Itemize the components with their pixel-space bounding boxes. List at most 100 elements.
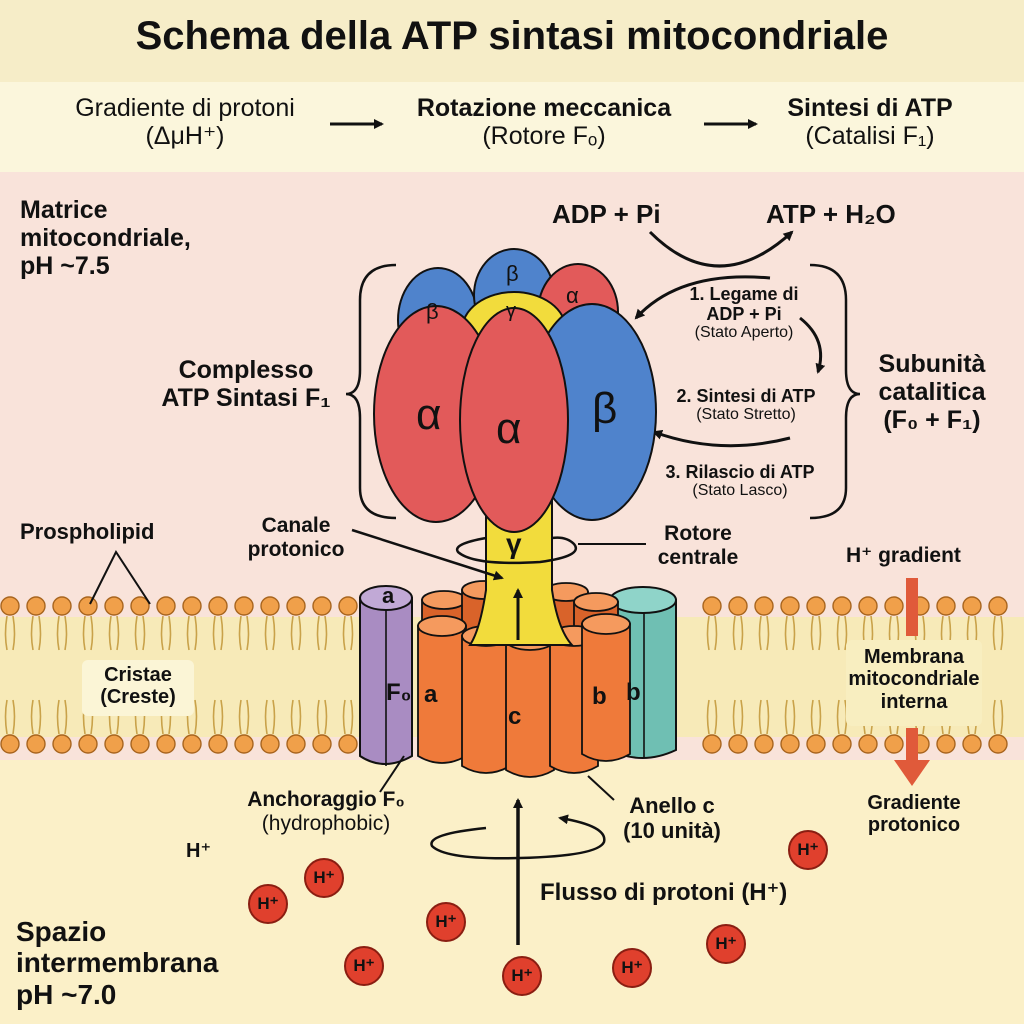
- cycle-step-2-line-2: (Stato Stretto): [696, 406, 796, 424]
- a-label: a: [424, 681, 438, 708]
- beta-label-right: β: [592, 384, 618, 433]
- flow-step-2-subtitle: (Rotore Fₒ): [482, 122, 606, 150]
- b-label-ring: b: [592, 683, 607, 710]
- gamma-label-small: γ: [506, 300, 516, 322]
- cristae-label-line-2: (Creste): [100, 686, 176, 709]
- gradient-arrow: [894, 578, 930, 786]
- rotor-rotation-arrow: [455, 536, 577, 565]
- phospholipid: [806, 596, 826, 651]
- c-ring-rotation-arrow: [430, 814, 606, 860]
- flow-step-3-title: Sintesi di ATP: [787, 94, 953, 122]
- flow-step-2-title: Rotazione meccanica: [416, 94, 672, 122]
- proton-flux-label: Flusso di protoni (H⁺): [540, 879, 788, 906]
- phospholipid: [260, 699, 280, 754]
- cycle-step-2-line-1: 2. Sintesi di ATP: [676, 386, 816, 406]
- proton-h-plus: H⁺: [502, 956, 542, 996]
- cycle-step-1-line-1: 1. Legame di: [689, 284, 799, 304]
- beta-label-small-top: β: [506, 261, 519, 286]
- proton-h-plus: H⁺: [426, 902, 466, 942]
- ims-label-line-3: pH ~7.0: [16, 978, 117, 1010]
- phospholipid: [130, 596, 150, 651]
- membrane-label-line-1: Membrana: [863, 646, 965, 668]
- ims-label-line-2: intermembrana: [16, 947, 219, 979]
- flow-step-2: Rotazione meccanica (Rotore Fₒ): [384, 94, 704, 150]
- channel-label-line-1: Canale: [261, 514, 331, 537]
- anchor-label-line-2: (hydrophobic): [261, 811, 391, 835]
- proton-h-plus: H⁺: [248, 884, 288, 924]
- phospholipid: [988, 699, 1008, 754]
- phospholipid: [182, 596, 202, 651]
- reaction-products: ATP + H₂O: [766, 199, 896, 229]
- phospholipid: [832, 596, 852, 651]
- cycle-step-3: 3. Rilascio di ATP (Stato Lasco): [650, 462, 830, 500]
- flow-step-1-title: Gradiente di protoni: [75, 94, 295, 122]
- phospholipid: [728, 699, 748, 754]
- flow-step-1: Gradiente di protoni (ΔμH⁺): [40, 94, 330, 150]
- rotor-label-line-1: Rotore: [664, 522, 732, 545]
- reaction-arrow: [648, 230, 794, 268]
- alpha-label-front: α: [496, 404, 522, 453]
- gamma-label-stalk: γ: [506, 528, 522, 559]
- cycle-step-2: 2. Sintesi di ATP (Stato Stretto): [660, 386, 832, 424]
- phospholipid: [0, 699, 20, 754]
- catalytic-label-line-3: (F₀ + F₁): [883, 406, 981, 434]
- ims-label: Spazio intermembrana pH ~7.0: [16, 916, 218, 1010]
- phospholipid: [286, 596, 306, 651]
- proton-plain-label: H⁺: [186, 840, 211, 862]
- title-band: [0, 0, 1024, 82]
- ring-label-line-2: (10 unità): [623, 817, 721, 843]
- catalytic-label-line-2: catalitica: [878, 378, 986, 406]
- flow-step-3-subtitle: (Catalisi F₁): [805, 122, 935, 150]
- phospholipid-pointer: [89, 549, 151, 605]
- cristae-label: Cristae (Creste): [76, 664, 200, 709]
- reaction-reactants: ADP + Pi: [552, 199, 661, 229]
- anchor-label-line-1: Anchoraggio F₀: [247, 788, 405, 811]
- a-subunit: [359, 585, 413, 766]
- cycle-arrow-right: [799, 316, 826, 374]
- a-label-top: a: [382, 583, 395, 608]
- c-subunit: [581, 613, 631, 762]
- proton-h-plus: H⁺: [304, 858, 344, 898]
- cristae-label-line-1: Cristae: [104, 664, 172, 686]
- rotor-label: Rotore centrale: [648, 522, 748, 569]
- page-title: Schema della ATP sintasi mitocondriale: [135, 14, 889, 58]
- cycle-arrow-middle: [652, 430, 791, 448]
- gamma-stalk: [468, 499, 575, 646]
- phospholipid-label: Prospholipid: [20, 519, 155, 544]
- proton-h-plus: H⁺: [788, 830, 828, 870]
- phospholipid: [702, 596, 722, 651]
- gradient-bottom-label: Gradiente protonico: [852, 792, 976, 837]
- c-subunit: [417, 615, 467, 764]
- fo-label: F₀: [386, 679, 412, 706]
- phospholipid: [338, 699, 358, 754]
- phospholipid: [234, 596, 254, 651]
- flow-step-1-subtitle: (ΔμH⁺): [145, 122, 225, 150]
- phospholipid: [234, 699, 254, 754]
- f1-left-bracket: [345, 263, 397, 520]
- matrix-line-1: Matrice: [20, 196, 108, 224]
- phospholipid: [312, 699, 332, 754]
- gradient-bottom-line-1: Gradiente: [867, 792, 961, 814]
- catalytic-subunit-label: Subunità catalitica (F₀ + F₁): [862, 350, 1002, 434]
- channel-arrow: [351, 528, 504, 581]
- c-subunit: [461, 625, 511, 774]
- catalytic-right-bracket: [809, 263, 861, 520]
- gradient-bottom-line-2: protonico: [867, 814, 961, 837]
- cycle-step-1-line-3: (Stato Aperto): [694, 324, 794, 342]
- gradient-top-label: H⁺ gradient: [846, 544, 961, 567]
- phospholipid: [52, 596, 72, 651]
- f1-head: [373, 248, 657, 533]
- ring-label-line-1: Anello c: [629, 793, 715, 818]
- proton-h-plus: H⁺: [344, 946, 384, 986]
- phospholipid: [26, 596, 46, 651]
- alpha-subunit-front: [459, 307, 569, 533]
- membrane-label-line-3: interna: [880, 690, 948, 713]
- f1-complex-label: Complesso ATP Sintasi F₁: [146, 356, 346, 412]
- phospholipid: [0, 596, 20, 651]
- anchor-label: Anchoraggio F₀ (hydrophobic): [236, 788, 416, 835]
- channel-label: Canale protonico: [240, 514, 352, 561]
- membrane-label-line-2: mitocondriale: [848, 668, 980, 691]
- catalytic-label-line-1: Subunità: [878, 350, 986, 378]
- phospholipid: [156, 596, 176, 651]
- beta-label-small-left: β: [426, 299, 439, 324]
